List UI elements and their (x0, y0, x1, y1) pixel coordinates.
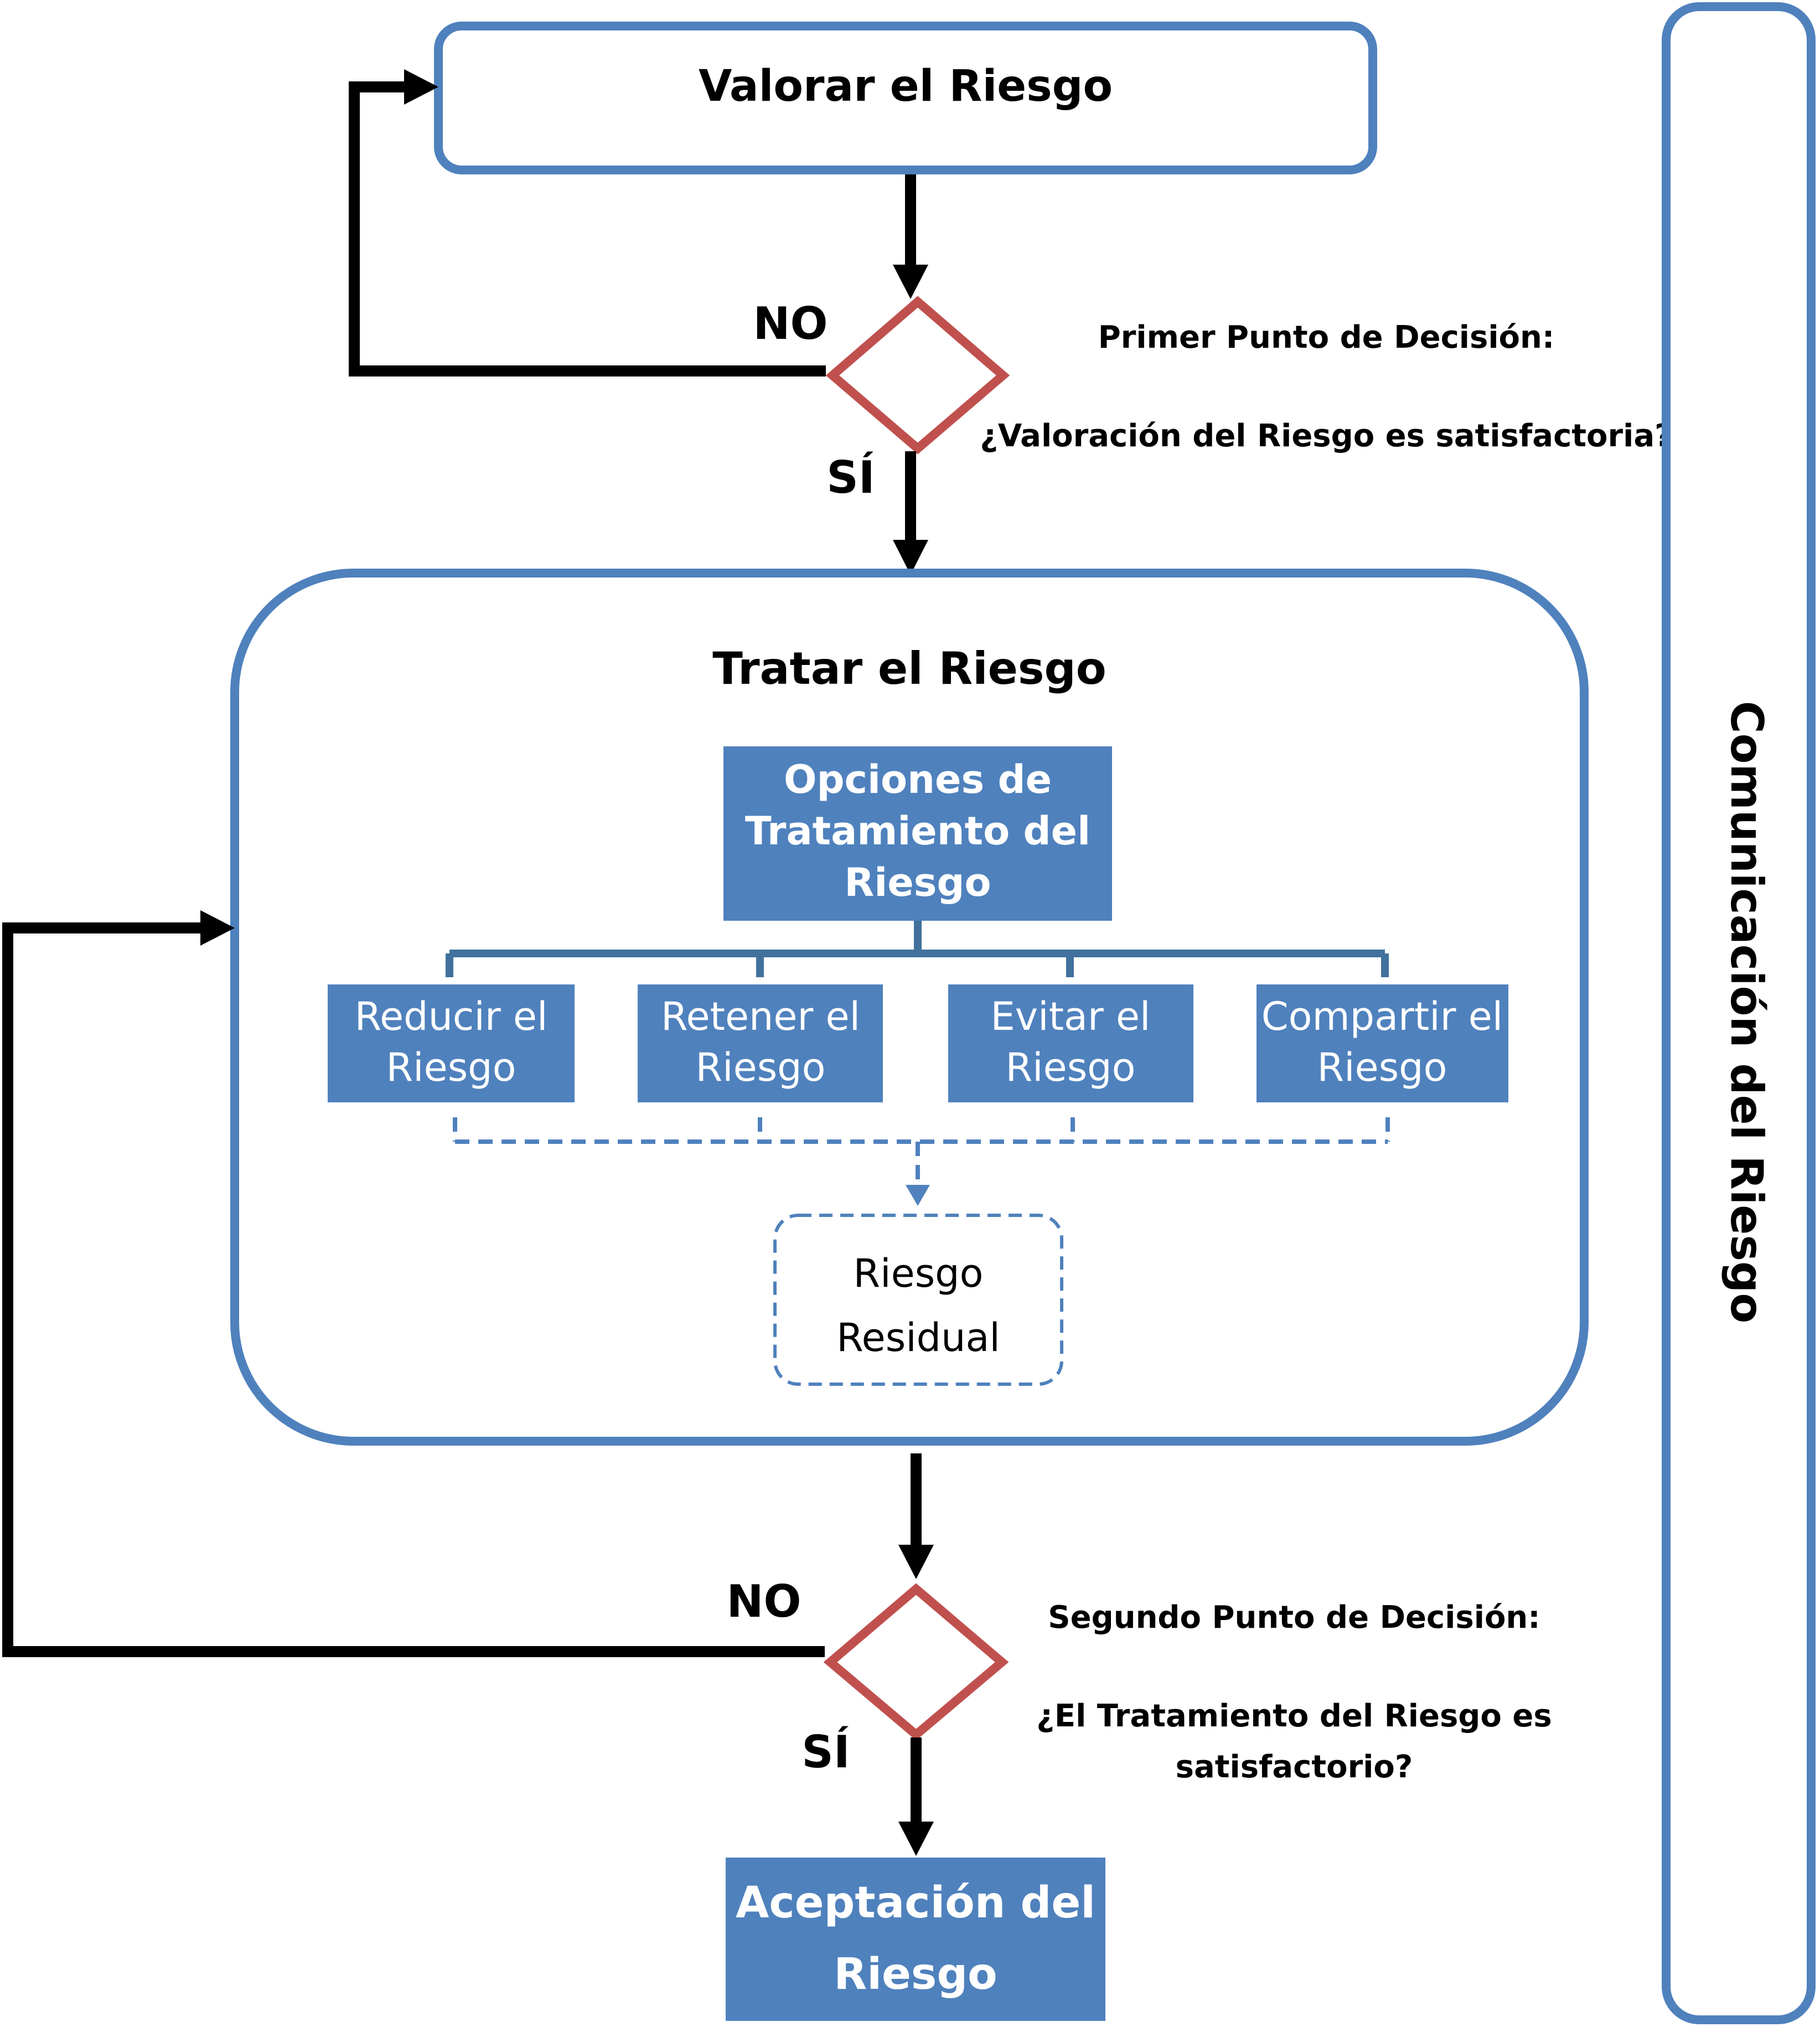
option-reducir-box (328, 984, 575, 1102)
decision2-no-label: NO (727, 1576, 802, 1627)
arrowhead-tratar (893, 540, 928, 575)
arrowhead-tratar-loop (200, 910, 235, 946)
arrowhead-decision2 (898, 1545, 934, 1579)
arrowhead-decision1 (893, 265, 928, 299)
opciones-title-line2: Tratamiento del (745, 808, 1090, 854)
residual-line1: Riesgo (854, 1251, 984, 1296)
residual-arrowhead (906, 1185, 930, 1206)
option-compartir-line1: Compartir el (1261, 994, 1503, 1039)
arrowhead-valorar (404, 69, 438, 105)
decision1-diamond (825, 296, 1010, 455)
arrowhead-aceptacion (898, 1822, 934, 1856)
option-evitar-line2: Riesgo (1006, 1045, 1136, 1090)
options-connector (446, 921, 1389, 977)
option-compartir-box (1257, 984, 1508, 1102)
aceptacion-box (726, 1858, 1105, 2021)
option-retener-line1: Retener el (661, 994, 860, 1039)
option-evitar-line1: Evitar el (991, 994, 1151, 1039)
option-reducir-line1: Reducir el (355, 994, 548, 1039)
decision1-si-label: SÍ (826, 451, 875, 503)
decision2-si-label: SÍ (802, 1726, 850, 1778)
residual-connector (453, 1117, 1390, 1185)
opciones-title-line1: Opciones de (784, 757, 1052, 802)
decision1-no-label: NO (753, 298, 828, 349)
residual-box (773, 1214, 1063, 1386)
option-compartir-line2: Riesgo (1317, 1045, 1447, 1090)
option-evitar-box (948, 984, 1193, 1102)
comunicacion-bar (1662, 2, 1816, 2024)
option-reducir-line2: Riesgo (386, 1045, 516, 1090)
aceptacion-line1: Aceptación del (736, 1878, 1095, 1928)
comunicacion-title: Comunicación del Riesgo (1721, 701, 1772, 1323)
decision2-no-loop (2, 922, 825, 1657)
tratar-title: Tratar el Riesgo (712, 643, 1106, 694)
aceptacion-line2: Riesgo (834, 1949, 997, 1999)
option-retener-line2: Riesgo (696, 1045, 826, 1090)
decision2-question-line1: ¿El Tratamiento del Riesgo es (1036, 1698, 1552, 1734)
decision2-heading: Segundo Punto de Decisión: (1048, 1600, 1540, 1636)
decision2-question-line2: satisfactorio? (1176, 1749, 1413, 1785)
opciones-title-line3: Riesgo (844, 860, 991, 905)
decision1-question: ¿Valoración del Riesgo es satisfactoria? (980, 418, 1672, 454)
tratar-container (230, 569, 1589, 1446)
decision1-heading: Primer Punto de Decisión: (1098, 319, 1555, 355)
opciones-box (723, 746, 1112, 921)
decision2-diamond (823, 1583, 1009, 1741)
option-retener-box (638, 984, 883, 1102)
decision1-no-loop (349, 81, 826, 376)
residual-line2: Residual (836, 1315, 1000, 1360)
valorar-box (434, 22, 1377, 174)
valorar-title: Valorar el Riesgo (699, 61, 1113, 111)
